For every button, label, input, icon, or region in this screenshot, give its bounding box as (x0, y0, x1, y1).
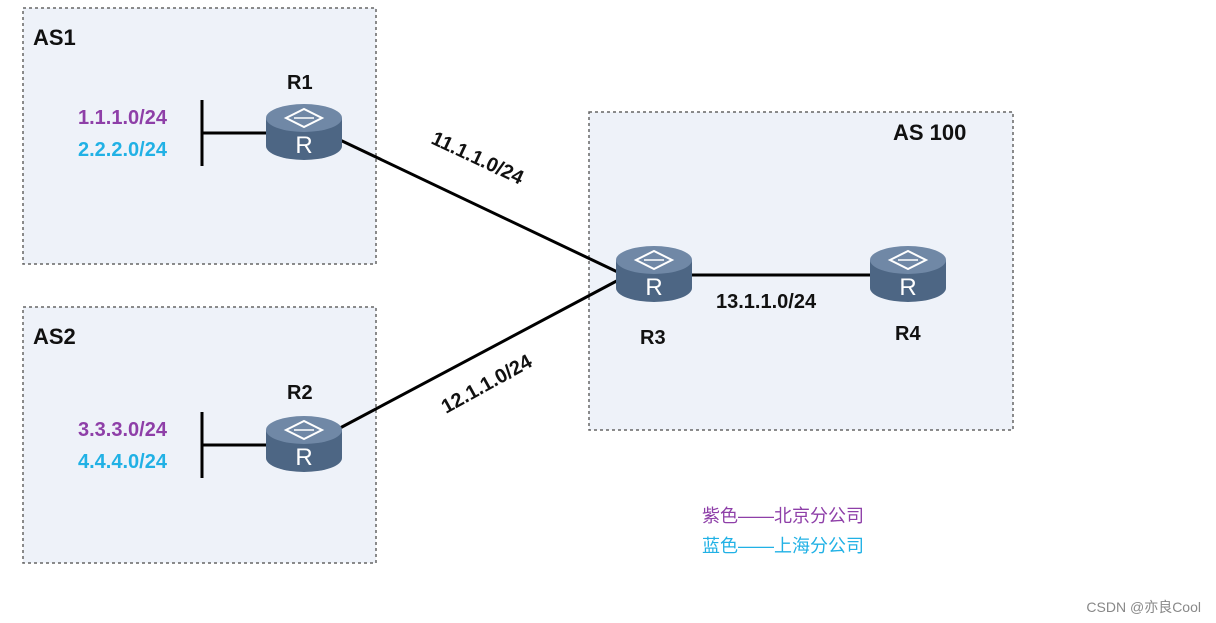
router-r4-label: R4 (895, 323, 921, 345)
router-r1: R1 (265, 72, 343, 161)
router-r2-label: R2 (287, 382, 313, 404)
r1-network-beijing: 1.1.1.0/24 (78, 107, 168, 129)
router-r3: R3 (615, 245, 693, 349)
router-icon (265, 103, 343, 161)
router-icon (615, 245, 693, 303)
link-r1-r3-label: 11.1.1.0/24 (428, 128, 528, 190)
router-icon (869, 245, 947, 303)
r2-network-shanghai: 4.4.4.0/24 (78, 451, 168, 473)
csdn-watermark: CSDN @亦良Cool (1086, 599, 1201, 615)
router-r1-label: R1 (287, 72, 313, 94)
as100-label: AS 100 (893, 120, 966, 145)
r2-network-beijing: 3.3.3.0/24 (78, 419, 168, 441)
legend-blue: 蓝色——上海分公司 (702, 536, 864, 556)
link-r2-r3-label: 12.1.1.0/24 (438, 350, 537, 418)
link-r1-r3 (339, 138, 627, 278)
as1-label: AS1 (33, 25, 76, 50)
router-r4: R4 (869, 245, 947, 345)
router-r3-label: R3 (640, 327, 666, 349)
link-r3-r4-label: 13.1.1.0/24 (716, 291, 817, 313)
as2-label: AS2 (33, 324, 76, 349)
link-r2-r3 (339, 274, 627, 430)
router-icon (265, 415, 343, 473)
legend-purple: 紫色——北京分公司 (702, 506, 864, 526)
r1-network-shanghai: 2.2.2.0/24 (78, 139, 168, 161)
router-r2: R2 (265, 382, 343, 473)
